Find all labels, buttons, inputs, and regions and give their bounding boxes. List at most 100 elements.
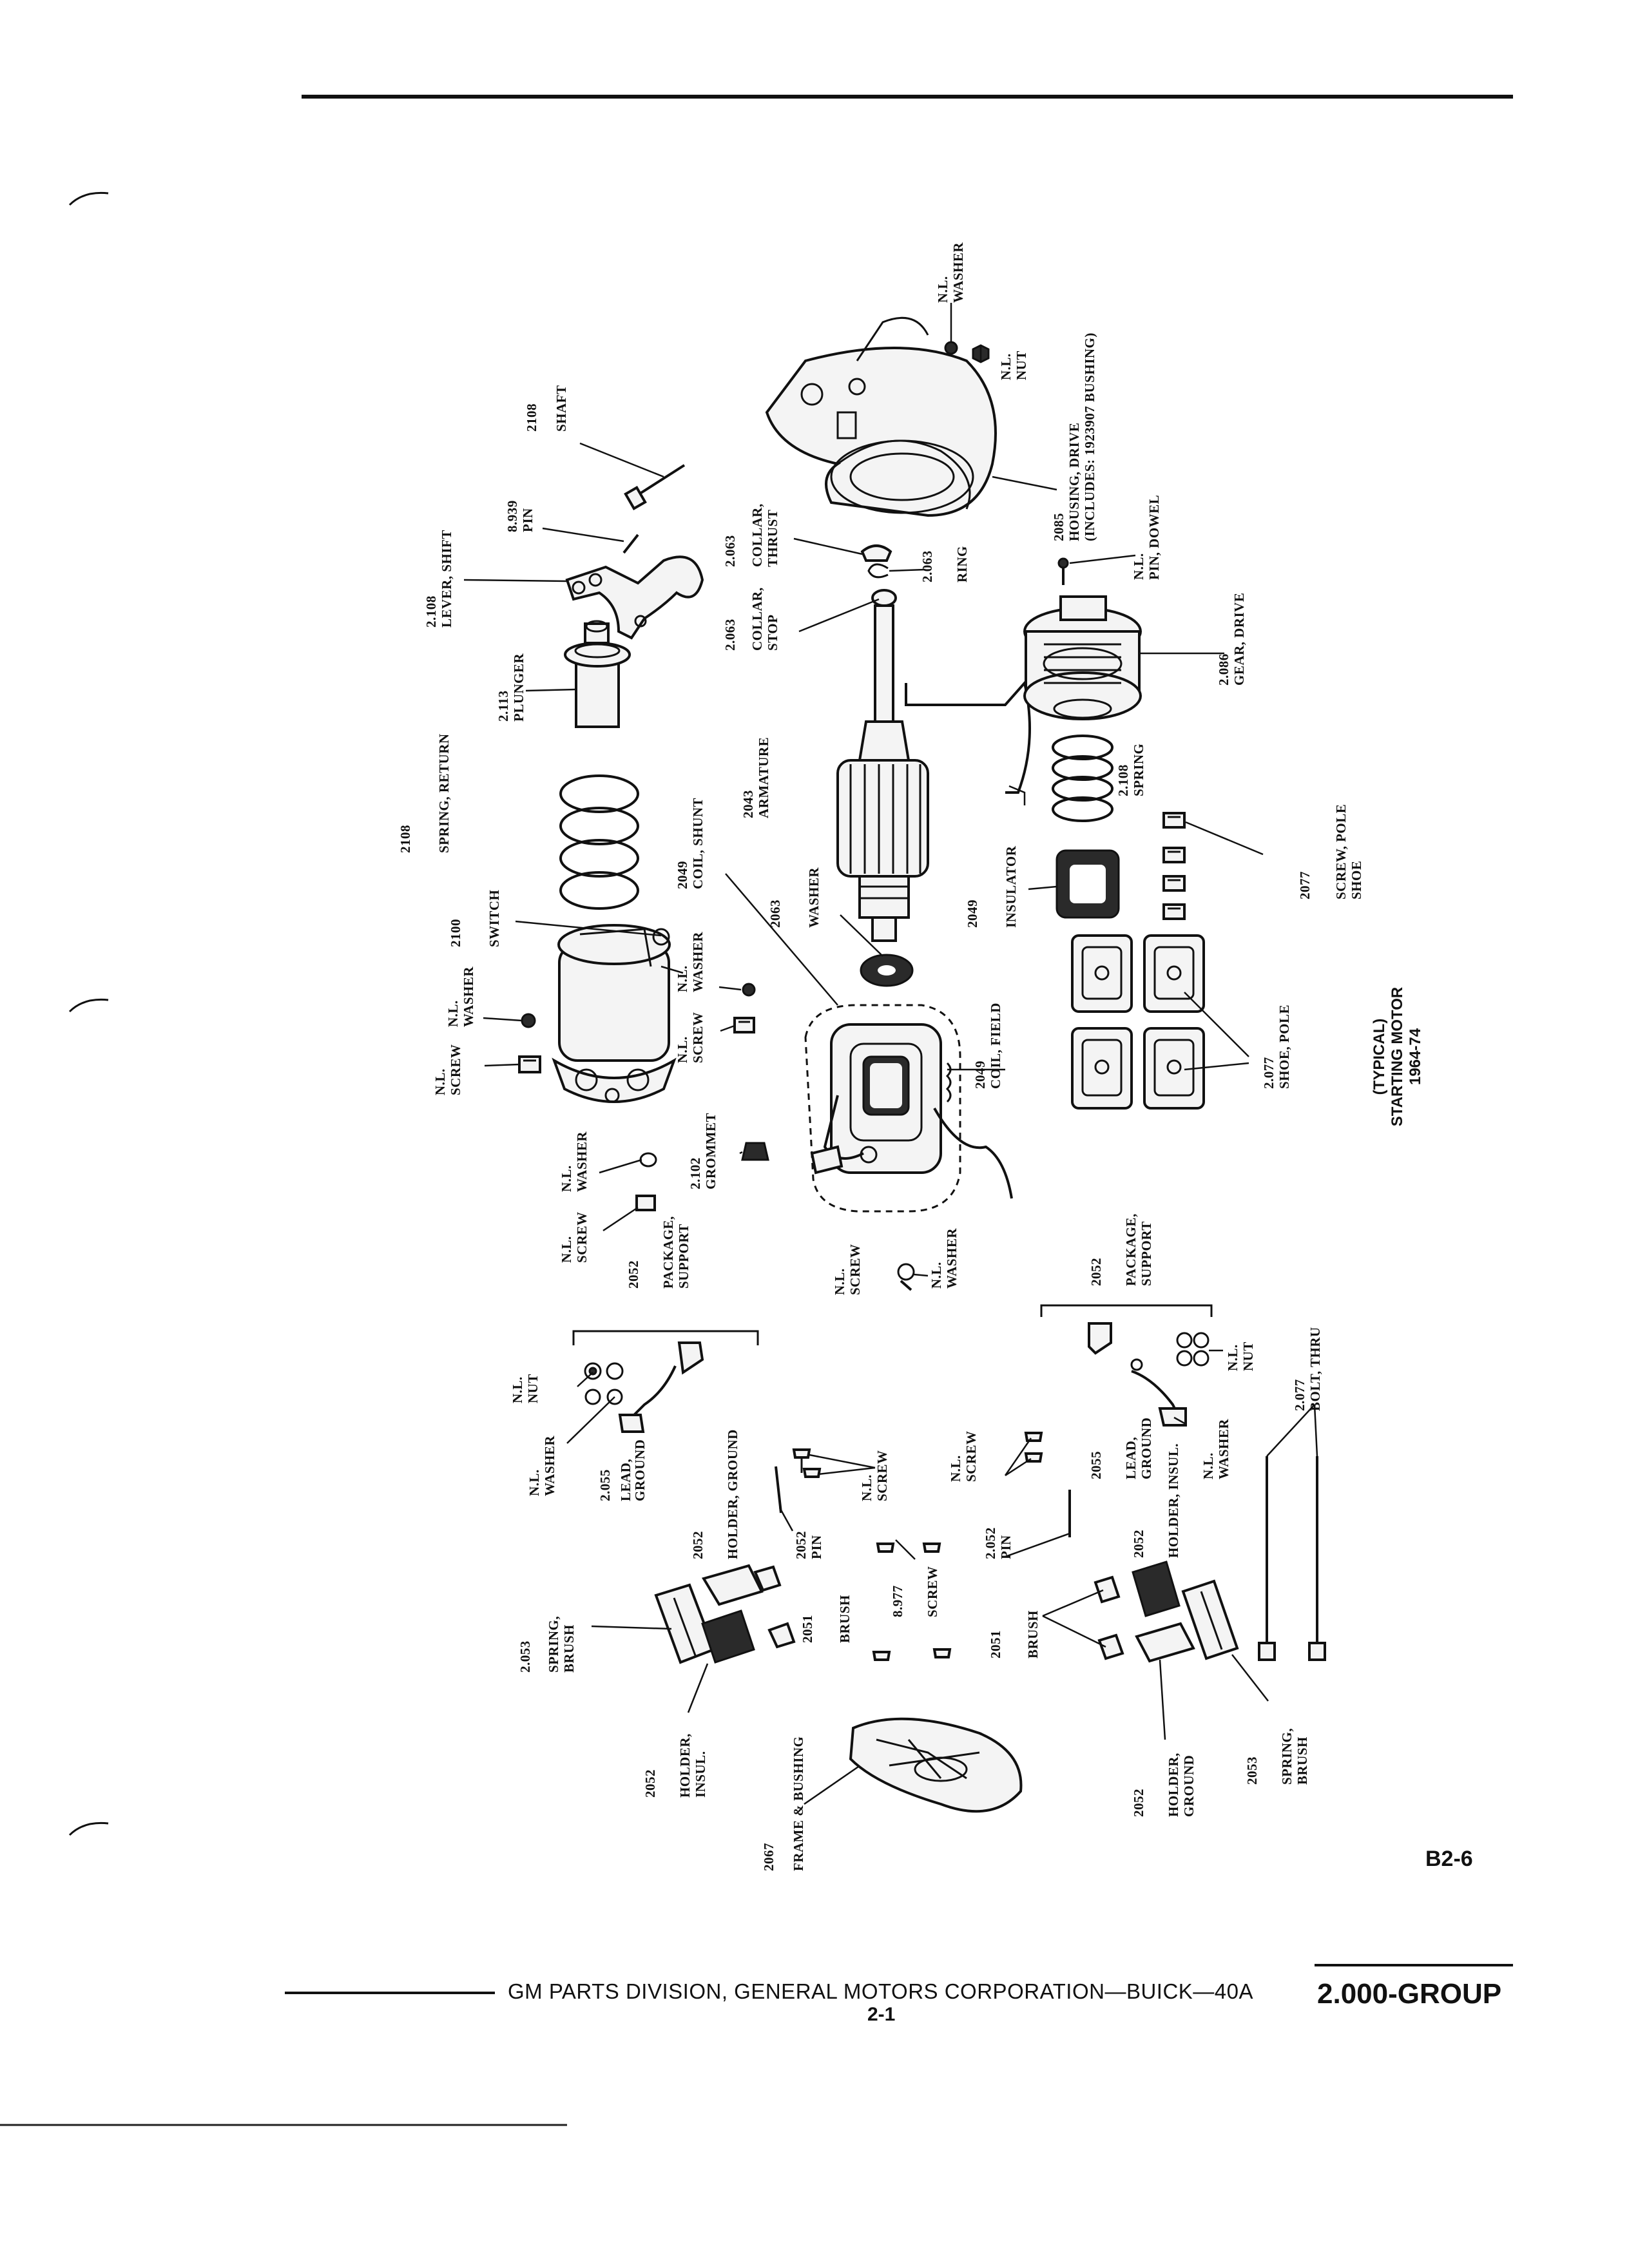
title-line-3: 1964-74 xyxy=(1407,1028,1424,1085)
solenoid-switch-part xyxy=(552,924,677,1103)
svg-text:THRUST: THRUST xyxy=(765,510,780,567)
page-code: B2-6 xyxy=(1425,1847,1473,1871)
svg-text:WASHER: WASHER xyxy=(542,1436,557,1496)
label-return-spring: 2108 SPRING, RETURN xyxy=(398,733,452,853)
shift-lever-part xyxy=(565,555,704,640)
field-coil-part xyxy=(804,1004,1013,1213)
svg-text:SPRING, RETURN: SPRING, RETURN xyxy=(436,733,452,853)
label-n-l-nut: N.L. NUT xyxy=(998,351,1029,380)
shunt-screw-part xyxy=(733,1017,755,1033)
svg-text:WASHER: WASHER xyxy=(461,966,476,1027)
label-right-insul-holder: 2052 HOLDER, INSUL. xyxy=(1131,1443,1181,1558)
svg-text:8.939: 8.939 xyxy=(505,500,520,532)
svg-text:2.063: 2.063 xyxy=(722,535,738,567)
part-labels: N.L. WASHER N.L. NUT 2085 HOUSING, DRIVE… xyxy=(398,242,1364,1871)
svg-text:2.053: 2.053 xyxy=(517,1640,533,1673)
label-right-ground-holder: 2052 HOLDER, GROUND xyxy=(1131,1753,1197,1817)
svg-text:(INCLUDES: 1923907 BUSHING): (INCLUDES: 1923907 BUSHING) xyxy=(1082,332,1097,541)
label-frame-washer: N.L. WASHER xyxy=(929,1228,959,1289)
label-left-brush-spring: 2.053 SPRING, BRUSH xyxy=(517,1616,577,1673)
svg-text:STOP: STOP xyxy=(765,615,780,651)
svg-text:HOUSING, DRIVE: HOUSING, DRIVE xyxy=(1066,423,1082,541)
label-drive-housing: 2085 HOUSING, DRIVE (INCLUDES: 1923907 B… xyxy=(1051,332,1097,541)
svg-text:PIN: PIN xyxy=(998,1535,1014,1559)
svg-text:WASHER: WASHER xyxy=(690,932,706,992)
svg-text:PIN, DOWEL: PIN, DOWEL xyxy=(1146,495,1162,580)
footer-group: 2.000-GROUP xyxy=(1317,1978,1502,2010)
label-grommet-screw: N.L. SCREW xyxy=(559,1211,590,1263)
svg-text:N.L.: N.L. xyxy=(526,1469,542,1496)
svg-text:SCREW: SCREW xyxy=(574,1211,590,1263)
stop-collar-part xyxy=(871,589,897,607)
svg-text:N.L.: N.L. xyxy=(859,1474,874,1501)
svg-text:COIL, FIELD: COIL, FIELD xyxy=(988,1003,1003,1089)
svg-text:WASHER: WASHER xyxy=(806,867,822,928)
svg-text:GROUND: GROUND xyxy=(632,1439,648,1501)
svg-text:SHAFT: SHAFT xyxy=(554,385,569,432)
svg-text:ARMATURE: ARMATURE xyxy=(756,737,771,818)
leader-lines xyxy=(463,303,1318,1805)
label-shunt-washer: N.L. WASHER xyxy=(675,932,706,992)
svg-text:2053: 2053 xyxy=(1244,1756,1260,1785)
svg-text:SWITCH: SWITCH xyxy=(487,890,502,947)
svg-text:SUPPORT: SUPPORT xyxy=(676,1224,691,1289)
drive-spring-part xyxy=(1052,735,1113,822)
support-package-bracket-left xyxy=(572,1330,759,1345)
svg-text:N.L.: N.L. xyxy=(675,965,690,992)
label-pole-shoe-screw: 2077 SCREW, POLE SHOE xyxy=(1297,804,1364,899)
svg-text:N.L.: N.L. xyxy=(510,1376,525,1403)
svg-text:SCREW: SCREW xyxy=(690,1012,706,1063)
svg-text:2.086: 2.086 xyxy=(1216,653,1231,686)
label-plunger: 2.113 PLUNGER xyxy=(496,653,526,722)
label-insulator: 2049 INSULATOR xyxy=(965,845,1019,928)
svg-text:LEAD,: LEAD, xyxy=(1123,1437,1139,1479)
label-shunt-screw: N.L. SCREW xyxy=(675,1012,706,1063)
svg-text:2100: 2100 xyxy=(448,919,463,947)
thru-bolts-part xyxy=(1258,1456,1326,1661)
svg-text:2051: 2051 xyxy=(988,1630,1003,1658)
label-grommet: 2.102 GROMMET xyxy=(688,1113,718,1189)
grommet-part xyxy=(741,1142,769,1161)
right-support-package-parts xyxy=(1088,1322,1210,1427)
svg-text:PACKAGE,: PACKAGE, xyxy=(660,1216,676,1289)
svg-text:SCREW: SCREW xyxy=(874,1450,890,1501)
svg-text:BOLT, THRU: BOLT, THRU xyxy=(1307,1327,1323,1411)
svg-text:WASHER: WASHER xyxy=(944,1228,959,1289)
housing-washer-part xyxy=(944,341,958,355)
title-line-1: (TYPICAL) xyxy=(1371,1019,1388,1095)
plunger-part xyxy=(564,620,631,728)
svg-text:2.052: 2.052 xyxy=(983,1527,998,1559)
svg-text:COIL, SHUNT: COIL, SHUNT xyxy=(690,798,706,889)
svg-text:SCREW, POLE: SCREW, POLE xyxy=(1333,804,1349,899)
svg-text:HOLDER,: HOLDER, xyxy=(677,1733,693,1798)
svg-text:2.063: 2.063 xyxy=(722,619,738,651)
svg-text:2067: 2067 xyxy=(761,1843,776,1871)
svg-text:2108: 2108 xyxy=(398,825,413,853)
svg-text:SCREW: SCREW xyxy=(925,1566,940,1617)
armature-washer-hole xyxy=(878,965,896,975)
retainer-ring-part xyxy=(867,563,889,579)
pole-shoe-3-part xyxy=(1071,1027,1133,1110)
svg-text:N.L.: N.L. xyxy=(432,1068,448,1095)
svg-text:2.077: 2.077 xyxy=(1261,1057,1277,1089)
label-pole-shoe: 2.077 SHOE, POLE xyxy=(1261,1004,1292,1089)
svg-text:PLUNGER: PLUNGER xyxy=(511,653,526,722)
label-frame-screw: N.L. SCREW xyxy=(832,1244,863,1295)
svg-text:SUPPORT: SUPPORT xyxy=(1139,1221,1154,1286)
svg-text:SHOE, POLE: SHOE, POLE xyxy=(1277,1004,1292,1089)
insulator-part xyxy=(1055,849,1120,919)
svg-text:NUT: NUT xyxy=(1014,351,1029,380)
svg-text:N.L.: N.L. xyxy=(1131,553,1146,580)
label-left-insul-holder: 2052 HOLDER, INSUL. xyxy=(642,1733,708,1798)
label-pin: 8.939 PIN xyxy=(505,500,535,532)
label-field-coil: 2049 COIL, FIELD xyxy=(972,1003,1003,1089)
svg-text:LEAD,: LEAD, xyxy=(618,1459,633,1501)
label-armature: 2043 ARMATURE xyxy=(740,737,771,818)
label-left-brush: 2051 BRUSH xyxy=(800,1595,853,1643)
svg-text:GROUND: GROUND xyxy=(1181,1755,1197,1817)
label-left-brush-screw: N.L. SCREW xyxy=(859,1450,890,1501)
svg-text:INSULATOR: INSULATOR xyxy=(1003,845,1019,928)
label-switch-screw: N.L. SCREW xyxy=(432,1044,463,1095)
grommet-screw-part xyxy=(635,1195,656,1211)
